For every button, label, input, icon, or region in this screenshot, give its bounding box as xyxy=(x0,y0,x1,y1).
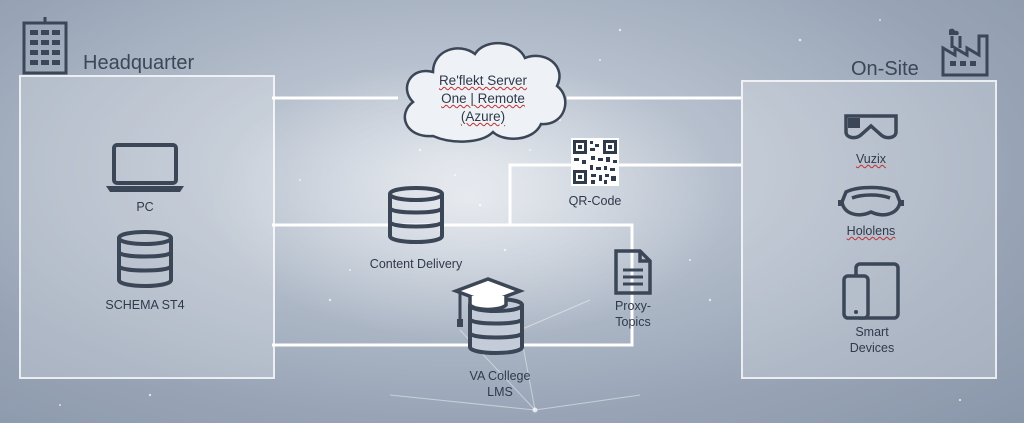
document-icon xyxy=(614,249,652,295)
schema-st4-label: SCHEMA ST4 xyxy=(105,298,185,312)
smart-devices-line1: Smart xyxy=(855,325,889,339)
headquarter-title: Headquarter xyxy=(83,52,195,74)
hololens-label: Hololens xyxy=(846,224,896,238)
server-label: Re'flekt Server One | Remote (Azure) xyxy=(408,72,558,126)
smart-devices-line2: Devices xyxy=(849,341,895,355)
proxy-topics-line2: Topics xyxy=(615,315,651,329)
smart-devices-label: Smart Devices xyxy=(832,324,912,356)
lms-database-icon xyxy=(451,277,525,355)
connector-contentdelivery-onsite xyxy=(508,163,741,225)
vuzix-glasses-icon xyxy=(844,114,898,140)
content-delivery-database-icon xyxy=(388,186,444,244)
proxy-topics-line1: Proxy- xyxy=(614,299,652,313)
hololens-icon xyxy=(838,185,904,217)
server-line1: Re'flekt Server xyxy=(438,73,528,88)
factory-icon xyxy=(941,28,989,77)
smart-devices-icon xyxy=(842,262,900,320)
pc-label: PC xyxy=(136,200,154,214)
cloud-shape xyxy=(403,41,567,143)
headquarter-panel xyxy=(19,75,275,379)
database-icon xyxy=(117,230,173,288)
onsite-title: On-Site xyxy=(851,58,919,80)
laptop-icon xyxy=(106,143,184,192)
lms-line1: VA College xyxy=(469,369,531,383)
vuzix-label: Vuzix xyxy=(855,152,887,166)
qr-code-icon xyxy=(571,138,619,186)
lms-line2: LMS xyxy=(487,385,513,399)
lms-label: VA College LMS xyxy=(455,368,545,400)
qr-code-label: QR-Code xyxy=(568,194,622,208)
server-line2: One | Remote xyxy=(441,91,525,106)
server-line3: (Azure) xyxy=(460,109,506,124)
content-delivery-label: Content Delivery xyxy=(369,257,463,271)
building-icon xyxy=(22,17,68,75)
proxy-topics-label: Proxy- Topics xyxy=(600,298,666,330)
